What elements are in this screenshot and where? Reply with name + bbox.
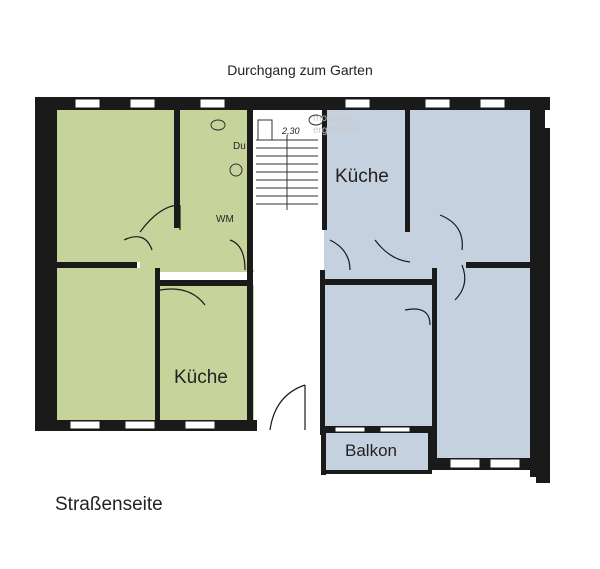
fixtures — [210, 114, 324, 177]
kitchen-right-label: Küche — [335, 166, 389, 187]
right-room-corner — [435, 268, 530, 458]
right-kitchen — [324, 110, 408, 232]
dimension-label: 2,30 — [282, 126, 300, 136]
stairwell — [252, 110, 322, 270]
left-kitchen — [158, 285, 254, 420]
kitchen-left-label: Küche — [174, 367, 228, 388]
watermark-line-2: ergedacht — [313, 125, 358, 136]
left-room-bath — [177, 110, 250, 230]
balcony-label: Balkon — [345, 441, 397, 460]
watermark: mobilien. ergedacht — [313, 113, 357, 137]
stairs — [256, 119, 318, 210]
right-room-front — [323, 284, 435, 426]
shower-label: Du — [233, 141, 246, 152]
windows — [69, 98, 521, 469]
left-apartment — [57, 110, 254, 420]
washer-label: WM — [216, 214, 234, 225]
left-hall — [140, 228, 254, 272]
garden-passage-label: Durchgang zum Garten — [227, 62, 373, 78]
street-side-label: Straßenseite — [55, 494, 163, 515]
right-apartment — [323, 110, 530, 470]
watermark-line-1: mobilien. — [313, 113, 354, 124]
doors — [123, 204, 466, 431]
left-room-front — [57, 268, 158, 420]
right-balcony — [325, 433, 428, 470]
